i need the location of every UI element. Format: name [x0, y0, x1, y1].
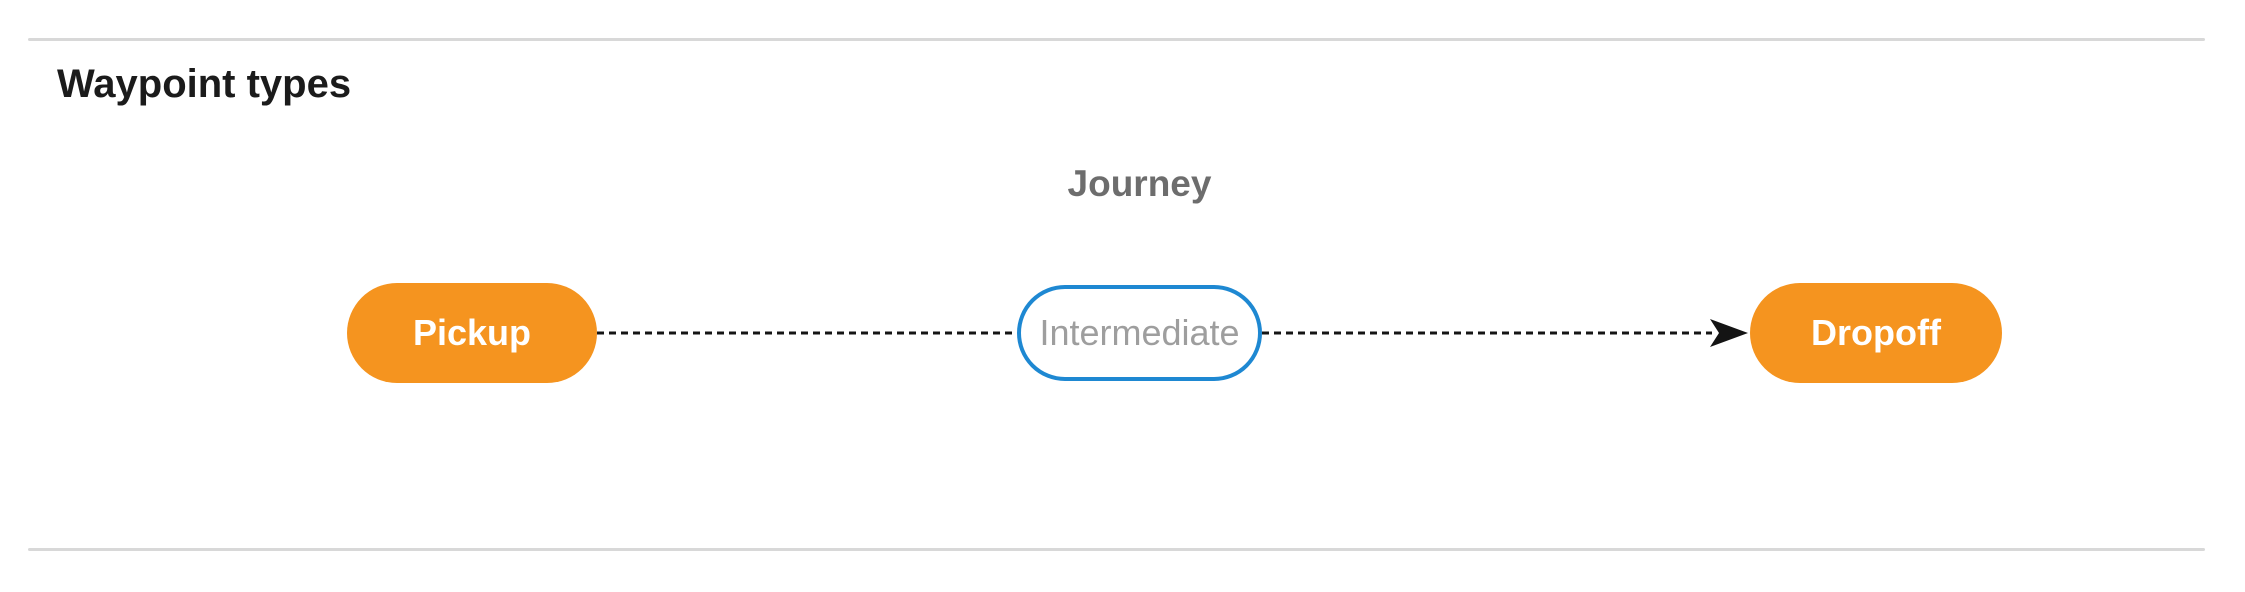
node-dropoff: Dropoff: [1750, 283, 2002, 383]
diagram-title: Journey: [1067, 163, 1212, 204]
node-intermediate: Intermediate: [1017, 285, 1262, 381]
bottom-divider: [28, 548, 2205, 551]
node-label: Intermediate: [1039, 312, 1240, 353]
node-label: Dropoff: [1811, 312, 1941, 353]
node-pickup: Pickup: [347, 283, 597, 383]
section-heading: Waypoint types: [57, 62, 352, 106]
top-divider: [28, 38, 2205, 41]
node-label: Pickup: [412, 312, 532, 353]
arrowhead-icon: [1710, 319, 1748, 347]
